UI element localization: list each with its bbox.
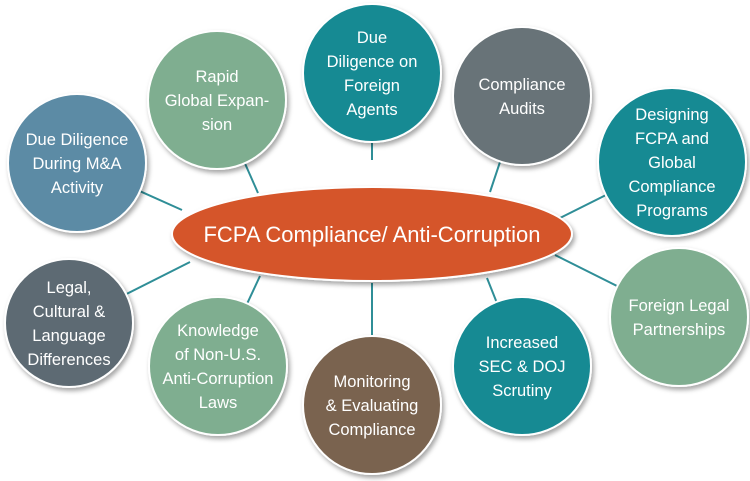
node-label-line: Compliance (328, 421, 415, 439)
node-label-line: FCPA and (635, 130, 709, 148)
node-label-line: Legal, (47, 279, 92, 297)
center-node: FCPA Compliance/ Anti-Corruption (171, 186, 573, 282)
node-label-line: Foreign (344, 77, 400, 95)
node-label-line: Rapid (195, 68, 238, 86)
node-circle-legal-cultural-language (4, 258, 134, 388)
node-label-line: Programs (636, 202, 708, 220)
node-label-line: Foreign Legal (629, 297, 730, 315)
node-circle-due-diligence-ma (7, 93, 147, 233)
node-label-line: Partnerships (633, 321, 726, 339)
node-label-line: Due Diligence (26, 131, 129, 149)
node-circle-designing-fcpa-programs (597, 87, 747, 237)
node-label-line: Knowledge (177, 322, 259, 340)
node-label-line: Monitoring (333, 373, 410, 391)
node-label-line: Compliance (628, 178, 715, 196)
node-label-line: Designing (635, 106, 708, 124)
center-ellipse (171, 186, 573, 282)
node-label-line: During M&A (33, 155, 122, 173)
center-label: FCPA Compliance/ Anti-Corruption (203, 222, 540, 247)
node-label-line: Diligence on (327, 53, 418, 71)
node-label-line: of Non-U.S. (175, 346, 261, 364)
node-circle-due-diligence-foreign-agents (302, 3, 442, 143)
node-label-line: Language (32, 327, 105, 345)
node-label-line: Agents (346, 101, 397, 119)
node-label-line: Global Expan- (165, 92, 270, 110)
node-circle-compliance-audits (452, 26, 592, 166)
node-label-line: SEC & DOJ (478, 358, 565, 376)
node-label-line: Cultural & (33, 303, 105, 321)
node-label-line: Compliance (478, 76, 565, 94)
node-circle-rapid-global-expansion (147, 30, 287, 170)
node-label-line: sion (202, 116, 232, 134)
node-label-line: Anti-Corruption (163, 370, 274, 388)
node-label-line: Increased (486, 334, 558, 352)
node-label-line: & Evaluating (326, 397, 419, 415)
node-label-line: Global (648, 154, 696, 172)
node-label-line: Due (357, 29, 387, 47)
node-label-line: Audits (499, 100, 545, 118)
node-label-line: Laws (199, 394, 238, 412)
node-circle-knowledge-non-us-laws (148, 296, 288, 436)
node-circle-foreign-legal-partnerships (609, 247, 749, 387)
node-label-line: Differences (27, 351, 110, 369)
node-circle-monitoring-evaluating (302, 335, 442, 475)
node-circle-increased-sec-doj (452, 296, 592, 436)
node-label-line: Scrutiny (492, 382, 552, 400)
node-label-line: Activity (51, 179, 104, 197)
